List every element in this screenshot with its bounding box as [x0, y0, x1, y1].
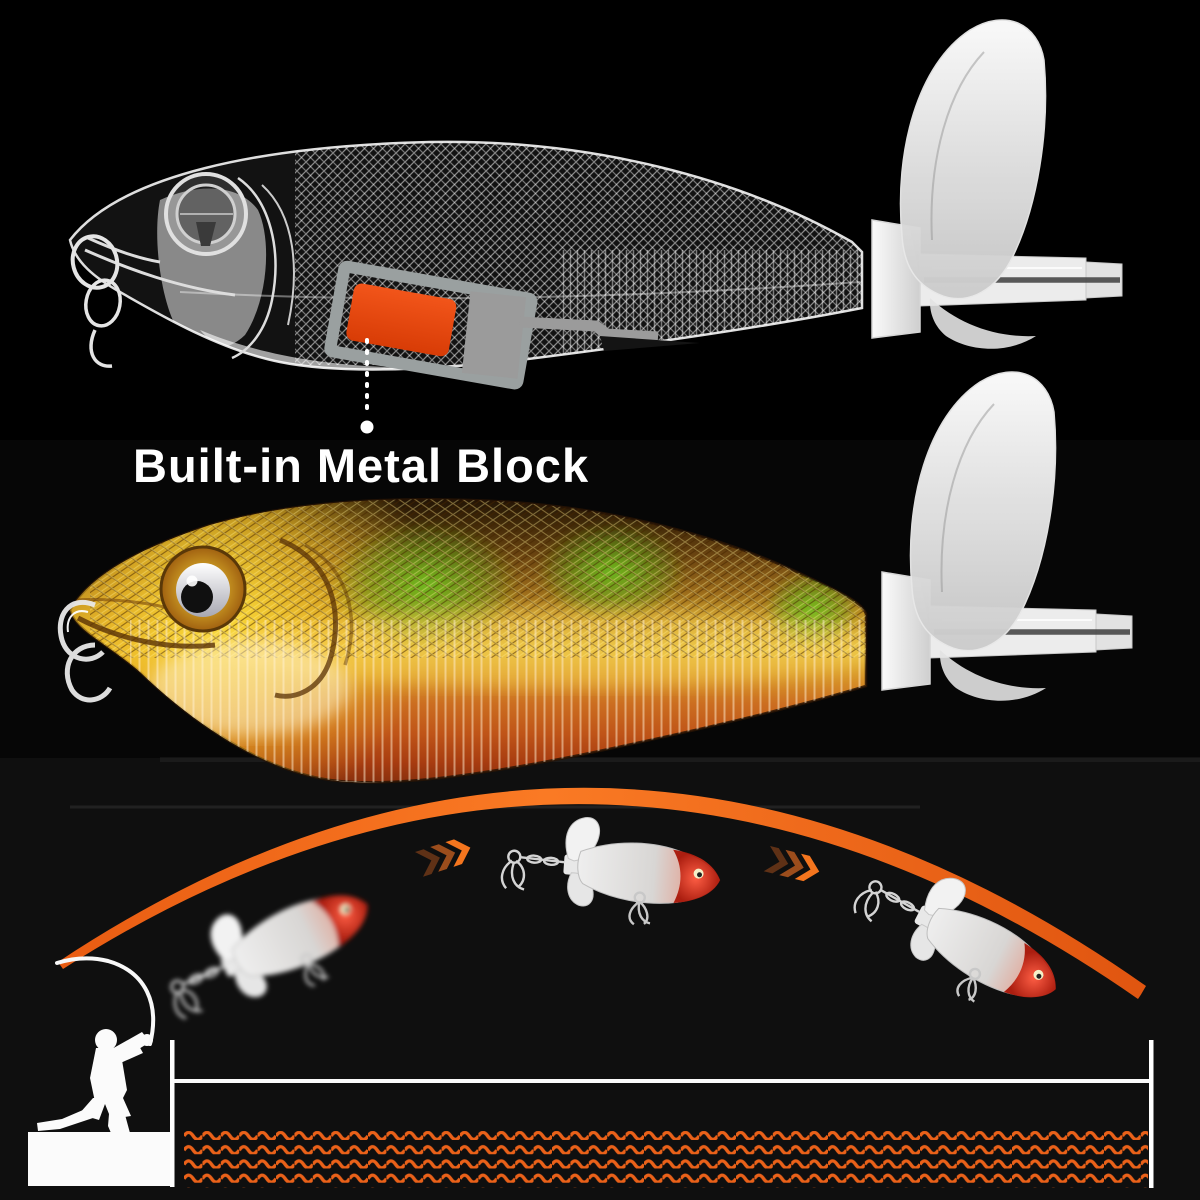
angler-head [95, 1029, 117, 1051]
ballast-arm [519, 316, 659, 343]
leader-dot [360, 420, 374, 434]
ballast-assembly [324, 260, 700, 390]
gill-cover-line [274, 537, 339, 699]
front-hook-hanger [57, 600, 113, 703]
nose-split-rings [70, 234, 122, 368]
fishing-rod [55, 956, 156, 1046]
lure-eye [164, 172, 248, 256]
ballast-pin [600, 336, 700, 351]
annotation: Built-in Metal Block [133, 338, 589, 492]
pier-block [28, 1132, 172, 1186]
water-waves [184, 1131, 1148, 1188]
mouth-line [76, 615, 216, 649]
trajectory-arc [58, 787, 1146, 999]
colored-lure-eye [159, 545, 247, 633]
frame-right-line [1149, 1040, 1154, 1188]
water-surface-line [174, 1079, 1152, 1083]
lure-head-lines [84, 176, 295, 360]
annotation-label: Built-in Metal Block [133, 439, 589, 492]
ballast-slab [461, 291, 527, 379]
frame-left-line [170, 1040, 175, 1187]
casting-scene [28, 787, 1154, 1188]
section-divider [160, 757, 1200, 762]
built-in-metal-block [346, 283, 457, 357]
metal-block-bracket [324, 260, 538, 390]
